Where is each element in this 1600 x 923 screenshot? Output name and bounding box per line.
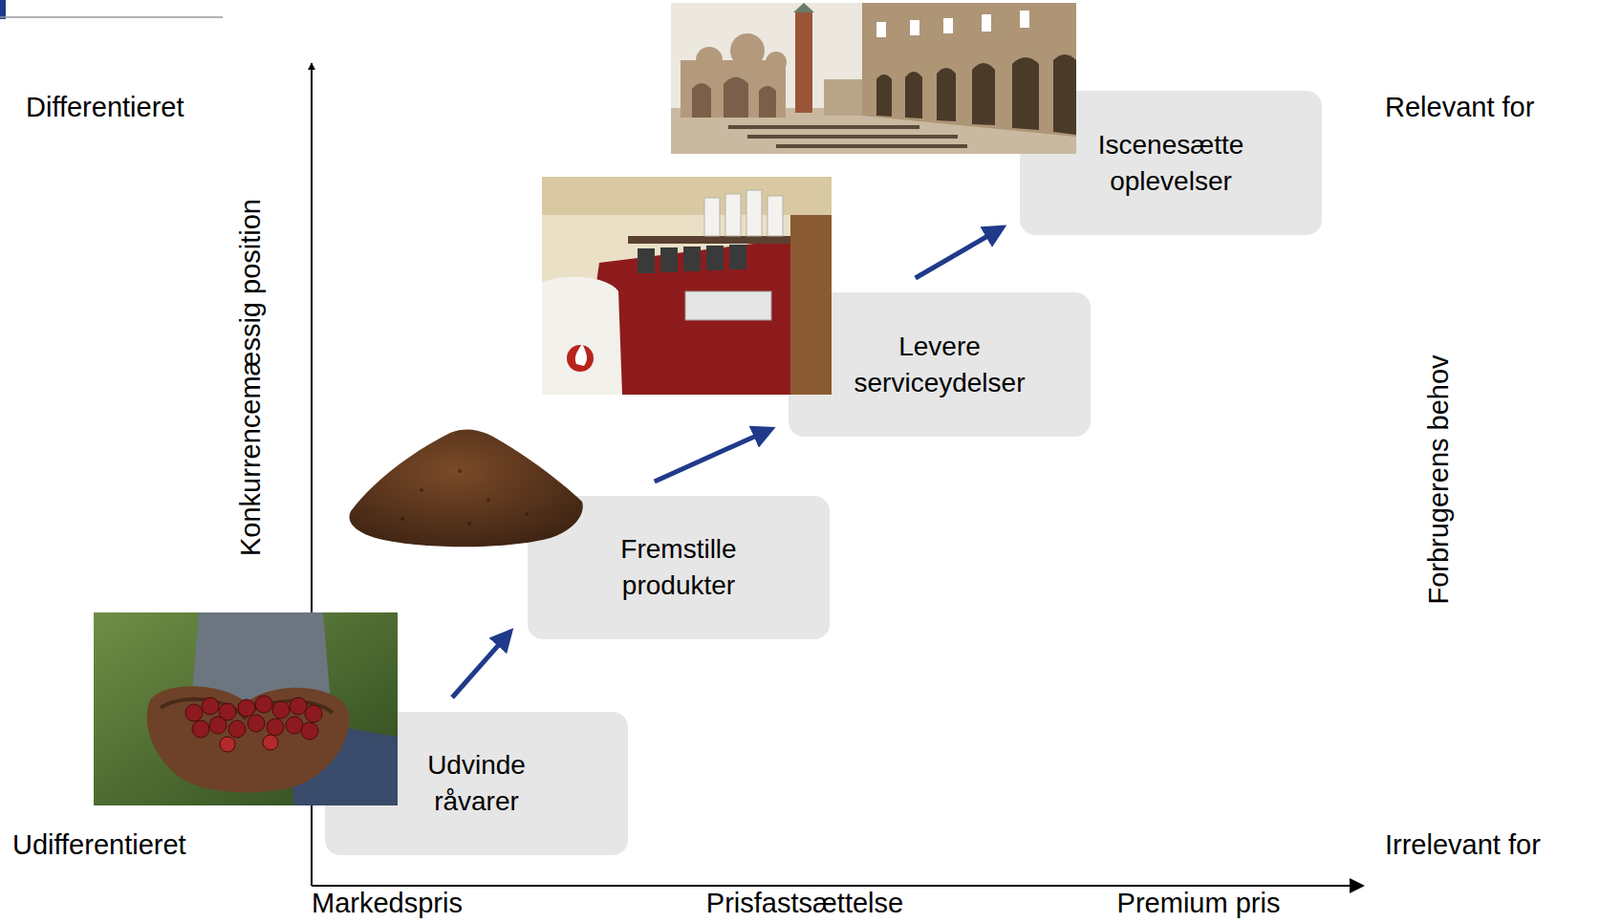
axis-label: Prisfastsættelse	[706, 886, 904, 920]
stage-label: Udvinde råvarer	[427, 747, 526, 821]
progression-arrow	[452, 631, 511, 698]
axis-label: Forbrugerens behov	[1422, 354, 1455, 605]
progression-arrow	[654, 429, 772, 482]
stage-label: Levere serviceydelser	[854, 328, 1026, 402]
basilica	[680, 33, 787, 118]
axis-label: Relevant for	[1384, 90, 1535, 124]
axis-label: Udifferentieret	[12, 828, 187, 862]
stage-label: Fremstille produkter	[620, 531, 736, 605]
arcade	[862, 2, 1077, 137]
cafe-chairs	[728, 125, 968, 149]
campanile	[795, 12, 813, 113]
stage-label: Iscenesætte oplevelser	[1098, 127, 1245, 200]
venice-square-photo	[670, 2, 1077, 154]
stage-box: Levere serviceydelser	[788, 292, 1091, 437]
axis-label: Differentieret	[25, 90, 185, 124]
ground-coffee-pile	[345, 423, 587, 552]
axis-label: Markedspris	[311, 886, 463, 920]
axis-label: Konkurrencemæssig position	[234, 198, 267, 557]
cherries	[185, 695, 323, 753]
x-axis-head	[1349, 878, 1365, 894]
header-rule	[0, 16, 223, 19]
cafe-counter-photo	[541, 176, 832, 395]
progression-arrow	[915, 227, 1003, 279]
x-axis	[311, 885, 1358, 887]
corner-mark	[0, 0, 6, 20]
coffee-cherries-photo	[93, 612, 398, 806]
axis-label: Irrelevant for	[1384, 828, 1541, 862]
axis-label: Premium pris	[1117, 886, 1281, 920]
